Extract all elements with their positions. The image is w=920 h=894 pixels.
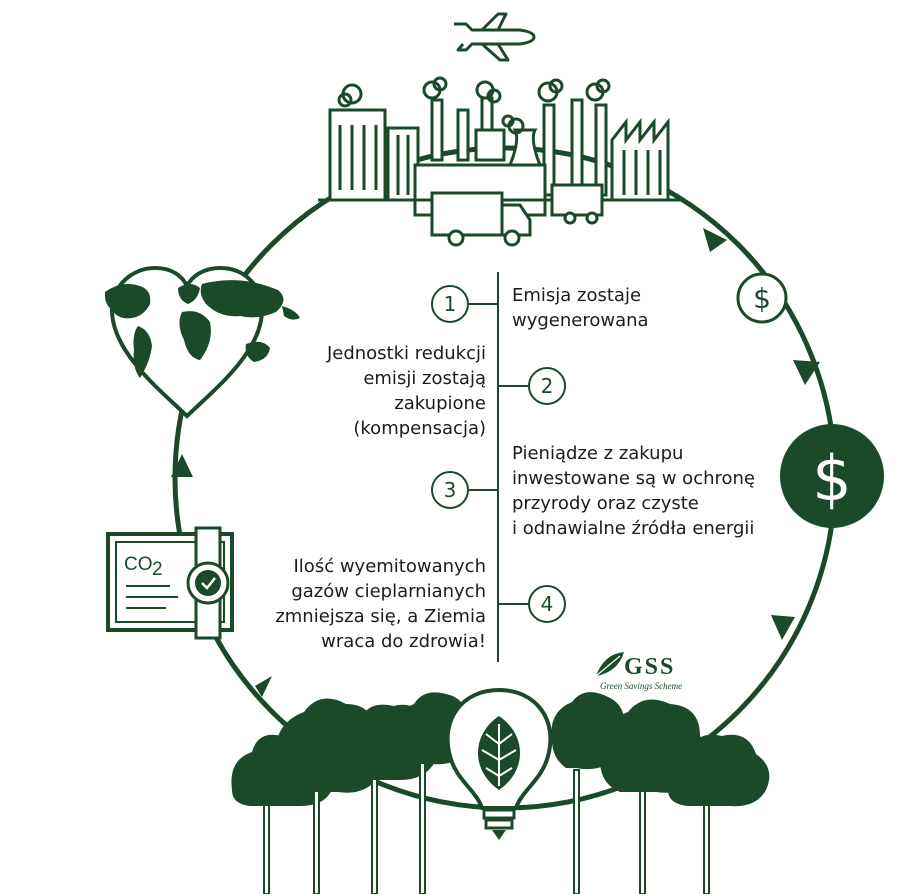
dollar-coin-icon: $	[736, 272, 788, 324]
svg-text:1: 1	[444, 292, 457, 316]
cycle-arrow-left	[171, 454, 193, 477]
smoke-puffs-icon	[337, 76, 611, 135]
step-marker-1: 1	[431, 285, 498, 323]
cycle-arrow-lower-right	[771, 615, 795, 640]
city-factories-icon	[318, 96, 680, 217]
truck-icon	[430, 183, 604, 247]
svg-text:$: $	[753, 282, 771, 315]
step-3-line: przyrody oraz czyste	[512, 493, 699, 514]
dollar-coin-large-icon: $	[780, 424, 884, 528]
co2-certificate-icon: CO 2	[106, 526, 234, 640]
tree-icon	[667, 734, 770, 894]
step-1-line: Emisja zostaje	[512, 285, 642, 306]
step-marker-3: 3	[431, 471, 498, 509]
step-3-line: inwestowane są w ochronę	[512, 468, 755, 489]
step-4-text: Ilość wyemitowanych gazów cieplarnianych…	[250, 554, 486, 654]
svg-text:2: 2	[152, 559, 163, 580]
step-4-line: zmniejsza się, a Ziemia	[275, 606, 486, 627]
step-3-line: Pieniądze z zakupu	[512, 443, 684, 464]
step-3-text: Pieniądze z zakupu inwestowane są w ochr…	[512, 441, 772, 541]
step-2-line: (kompensacja)	[353, 418, 486, 439]
airplane-icon	[454, 12, 536, 62]
step-3-line: i odnawialne źródła energii	[512, 518, 755, 539]
svg-text:Green Savings Scheme: Green Savings Scheme	[600, 681, 682, 691]
svg-text:2: 2	[541, 374, 554, 398]
heart-world-map-icon	[104, 265, 300, 419]
step-1-line: wygenerowana	[512, 310, 649, 331]
svg-text:3: 3	[444, 478, 457, 502]
step-2-line: Jednostki redukcji	[326, 343, 486, 364]
cycle-arrow-lower-left	[255, 676, 272, 697]
svg-text:CO: CO	[124, 554, 153, 575]
svg-text:4: 4	[541, 592, 554, 616]
step-2-line: zakupione	[394, 393, 486, 414]
step-4-line: wraca do zdrowia!	[321, 631, 486, 652]
step-marker-2: 2	[498, 367, 566, 405]
leaf-lightbulb-icon	[445, 687, 553, 840]
step-marker-4: 4	[498, 585, 566, 623]
step-2-line: emisji zostają	[363, 368, 486, 389]
step-4-line: gazów cieplarnianych	[291, 581, 486, 602]
cycle-arrow-upper-right	[703, 228, 727, 252]
step-1-text: Emisja zostaje wygenerowana	[512, 283, 732, 333]
step-4-line: Ilość wyemitowanych	[293, 556, 487, 577]
svg-text:GSS: GSS	[624, 654, 675, 680]
step-2-text: Jednostki redukcji emisji zostają zakupi…	[250, 341, 486, 441]
gss-logo-icon: GSS Green Savings Scheme	[595, 652, 682, 691]
svg-text:$: $	[812, 442, 851, 515]
cycle-arrow-right	[793, 360, 820, 385]
